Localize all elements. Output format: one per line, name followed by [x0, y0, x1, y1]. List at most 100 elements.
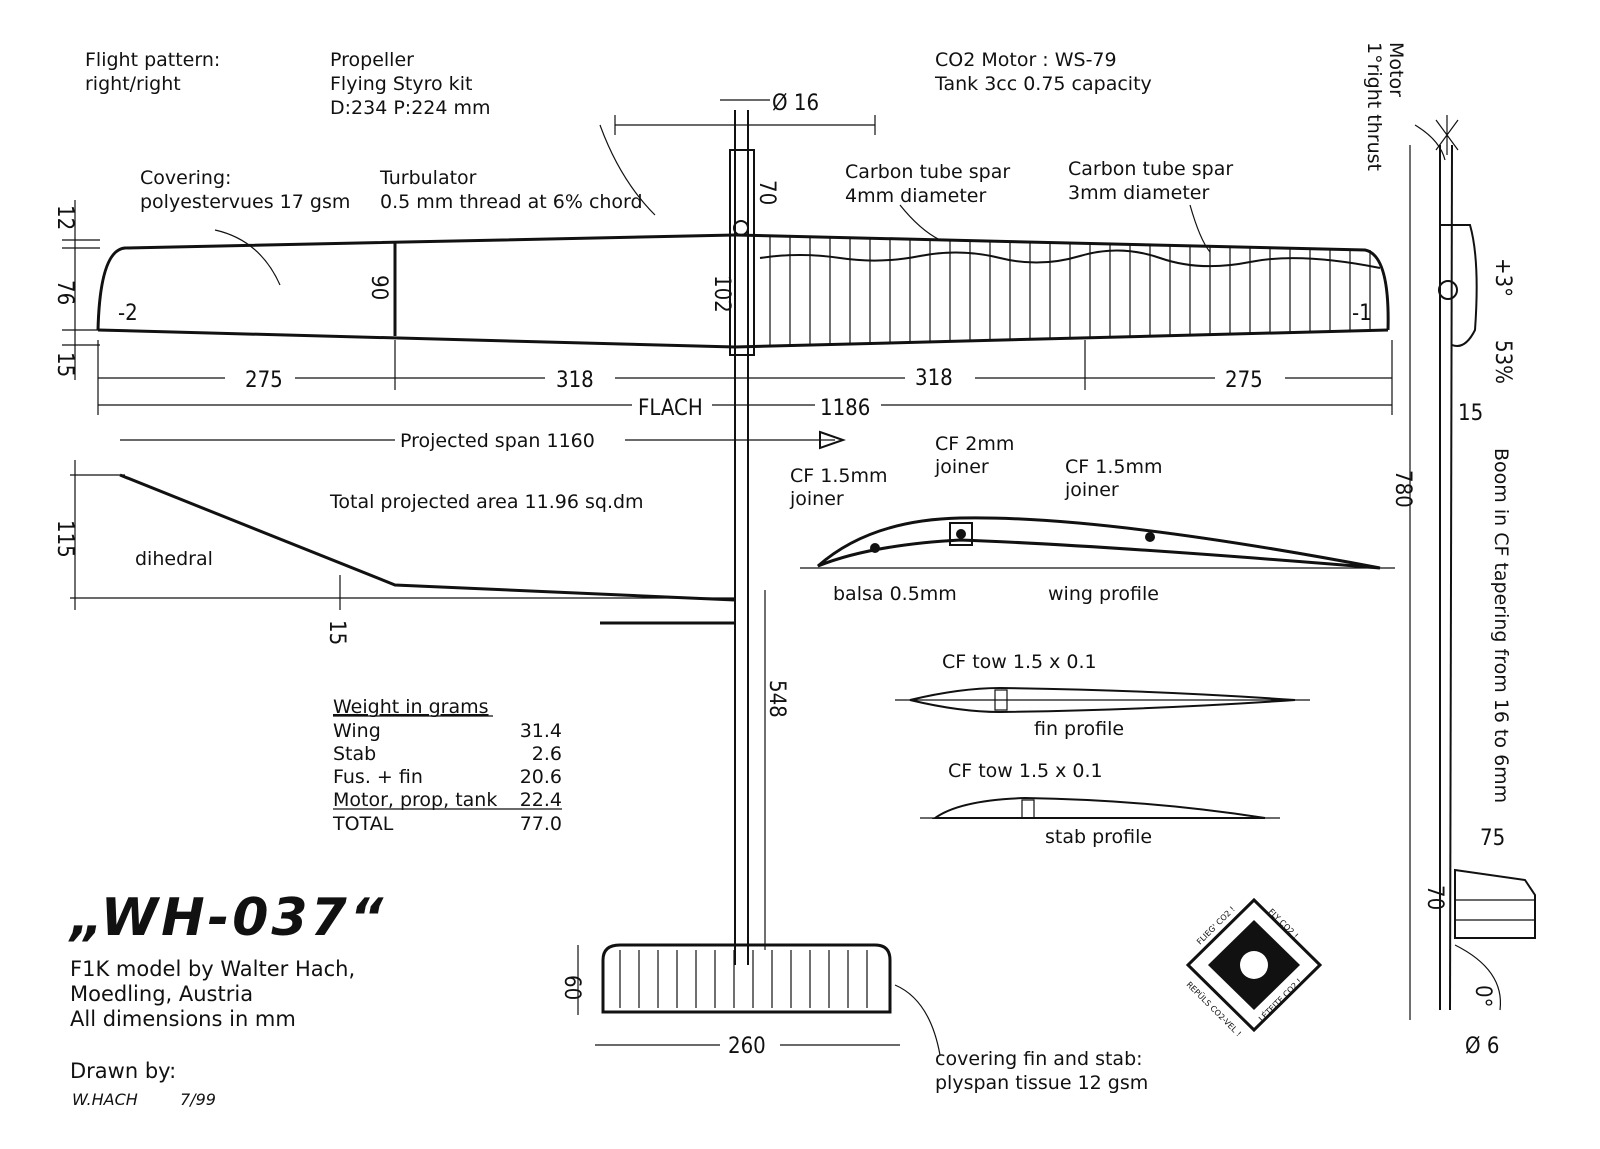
covering-fin-line1: covering fin and stab: — [935, 1048, 1143, 1070]
wing-right-trailing-edge — [734, 328, 1389, 349]
label-bg — [225, 362, 295, 392]
side-pylon — [1440, 224, 1478, 347]
title-block: „WH-037“ F1K model by Walter Hach, Moedl… — [68, 888, 383, 1109]
weight-total-label: TOTAL — [332, 813, 394, 835]
dim-15-dihedral: 15 — [324, 620, 349, 645]
cf15-left-line2: joiner — [789, 488, 844, 510]
dim-70: 70 — [754, 180, 779, 205]
side-motor-circle — [1438, 280, 1458, 300]
side-boom-back — [1449, 144, 1453, 1011]
dim-70-side: 70 — [1422, 885, 1447, 910]
propeller-line3: D:234 P:224 mm — [330, 97, 491, 119]
flight-pattern-line2: right/right — [85, 73, 181, 95]
motor-thrust-line2: 1°right thrust — [1363, 42, 1385, 171]
weight-row-value: 2.6 — [532, 743, 562, 765]
label-bg — [720, 1030, 780, 1058]
dim-12: 12 — [52, 205, 77, 230]
stab-tow-label: CF tow 1.5 x 0.1 — [948, 760, 1103, 782]
turbulator-leader — [599, 124, 656, 216]
weight-row-label: Wing — [333, 720, 381, 742]
dim-76: 76 — [52, 280, 77, 305]
label-bg — [815, 392, 881, 420]
wing-profile-outline — [817, 516, 1381, 570]
dim-diameter-16: Ø 16 — [772, 91, 819, 116]
cf15-right-line2: joiner — [1064, 479, 1119, 501]
dim-115: 115 — [52, 520, 77, 558]
fuselage-top-view: Ø 16 548 — [614, 91, 876, 965]
dim-548: 548 — [764, 680, 789, 718]
weight-row-value: 20.6 — [520, 766, 562, 788]
covering-fin-leader — [894, 984, 941, 1056]
stabilizer-plan: 60 260 — [559, 943, 941, 1059]
dim-0deg: 0° — [1470, 985, 1495, 1007]
badge-propeller-icon — [1240, 951, 1268, 979]
dim-53pct: 53% — [1490, 340, 1515, 384]
washout-right-label: -1 — [1352, 301, 1372, 326]
dim-275-left: 275 — [245, 368, 283, 393]
wing-left-trailing-edge — [97, 328, 736, 349]
spar4-leader — [899, 204, 941, 241]
fin-tow-box — [994, 689, 1008, 711]
propeller-line1: Propeller — [330, 49, 414, 71]
stab-profile-drawing: CF tow 1.5 x 0.1 stab profile — [920, 760, 1280, 848]
label-bg — [905, 362, 975, 392]
stab-ribs — [619, 950, 868, 1008]
turbulator-line2: 0.5 mm thread at 6% chord — [380, 191, 643, 213]
dim-318-left: 318 — [556, 368, 594, 393]
cf2-line2: joiner — [934, 456, 989, 478]
stab-profile-label: stab profile — [1045, 826, 1152, 848]
dim-diameter-6: Ø 6 — [1465, 1034, 1499, 1059]
dihedral-label: dihedral — [135, 548, 213, 570]
wing-ribs — [769, 236, 1371, 346]
cf15-right-dot — [1145, 532, 1155, 542]
motor-pod — [729, 149, 755, 356]
weight-row-label: Fus. + fin — [333, 766, 423, 788]
cf2-line1: CF 2mm — [935, 433, 1014, 455]
cf15-left-line1: CF 1.5mm — [790, 465, 887, 487]
balsa-label: balsa 0.5mm — [833, 583, 957, 605]
dim-15-side: 15 — [1458, 401, 1483, 426]
covering-line1: Covering: — [140, 167, 231, 189]
dihedral-view: Projected span 1160 Total projected area… — [52, 425, 847, 645]
weight-heading: Weight in grams — [333, 696, 489, 718]
dihedral-line — [119, 473, 736, 602]
wing-profile-label: wing profile — [1048, 583, 1159, 605]
flach-label: FLACH — [638, 396, 703, 421]
weight-row-label: Motor, prop, tank — [333, 789, 497, 811]
propeller-line2: Flying Styro kit — [330, 73, 472, 95]
dim-plus3deg: +3° — [1490, 258, 1515, 297]
spar3-line2: 3mm diameter — [1068, 182, 1209, 204]
dim-318-right: 318 — [915, 366, 953, 391]
propeller-hub-icon — [1435, 115, 1459, 155]
covering-line2: polyestervues 17 gsm — [140, 191, 350, 213]
drawn-date: 7/99 — [180, 1090, 216, 1109]
wing-planform: -2 -1 — [96, 233, 1390, 349]
dim-275-right: 275 — [1225, 368, 1263, 393]
boom-note: Boom in CF tapering from 16 to 6mm — [1490, 448, 1512, 803]
dim-15: 15 — [52, 352, 77, 377]
label-bg — [395, 425, 625, 455]
fin-profile-label: fin profile — [1034, 718, 1124, 740]
projected-area-label: Total projected area 11.96 sq.dm — [329, 491, 644, 513]
dim-75: 75 — [1480, 826, 1505, 851]
label-bg — [1215, 362, 1285, 392]
cf2-joiner-box — [949, 522, 973, 546]
stab-profile-outline — [931, 796, 1266, 819]
motor-thrust-line1: Motor — [1385, 42, 1407, 97]
weight-row-value: 31.4 — [520, 720, 562, 742]
weight-table: Weight in grams Wing 31.4 Stab 2.6 Fus. … — [332, 696, 562, 835]
covering-fin-line2: plyspan tissue 12 gsm — [935, 1072, 1148, 1094]
covering-leader — [214, 229, 281, 286]
spar3-leader — [1189, 204, 1211, 253]
cf15-right-line1: CF 1.5mm — [1065, 456, 1162, 478]
dim-260: 260 — [728, 1034, 766, 1059]
flight-pattern-line1: Flight pattern: — [85, 49, 220, 71]
washout-left-label: -2 — [118, 301, 138, 326]
wing-right-leading-edge — [734, 233, 1390, 331]
projected-span-label: Projected span 1160 — [400, 430, 595, 452]
dim-90: 90 — [366, 275, 391, 300]
thrust-leader — [1414, 124, 1446, 161]
turbulator-line1: Turbulator — [379, 167, 477, 189]
incidence-arc — [1454, 944, 1502, 1011]
